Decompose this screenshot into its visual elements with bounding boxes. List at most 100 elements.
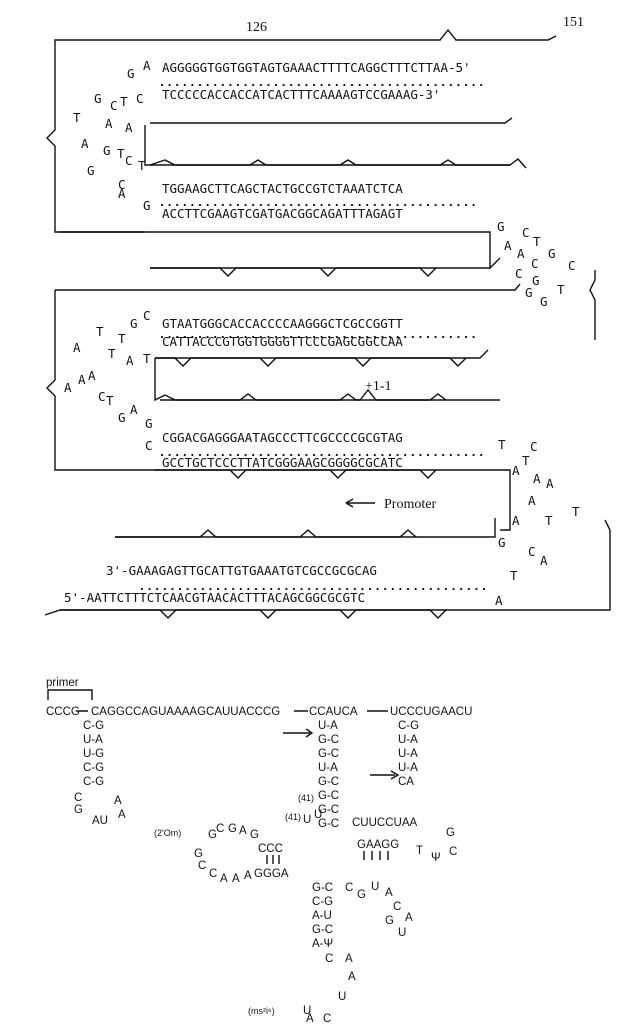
pair-dot xyxy=(183,203,186,207)
pair-dot xyxy=(198,335,202,339)
pair-dot xyxy=(343,203,346,207)
pair-dot xyxy=(434,453,437,457)
loop-base: T xyxy=(117,146,125,161)
pair-dot xyxy=(449,335,452,339)
uu-base: U xyxy=(303,814,311,826)
pair-dot xyxy=(216,587,220,591)
pair-dot xyxy=(236,203,240,207)
trna-mid-top: CUUCCUAA xyxy=(352,817,418,829)
loop-base: G xyxy=(525,285,533,300)
arm4-top-seq: CGGACGAGGGAATAGCCCTTCGCCCCGCGTAG xyxy=(162,430,403,445)
pair-dot xyxy=(176,335,179,339)
pair-dot xyxy=(442,335,445,339)
pair-dot xyxy=(373,453,376,457)
pair-dot xyxy=(270,587,273,591)
promoter-arrow-head xyxy=(345,498,354,508)
pair-dot xyxy=(396,335,399,339)
pair-dot xyxy=(381,83,384,87)
pair-dot xyxy=(140,587,144,591)
pair-dot xyxy=(201,587,204,591)
loop-base: C xyxy=(531,256,539,271)
arm3-bottom-seq: CATTACCCGTGGTGGGGTTCCCGAGCGGCCAA xyxy=(162,334,403,349)
loop-base: A xyxy=(88,368,96,383)
pair-dot xyxy=(168,335,171,339)
stem2-pair: G-C xyxy=(318,818,339,830)
pair-dot xyxy=(267,335,270,339)
pair-dot xyxy=(191,83,194,87)
pair-dot xyxy=(346,587,349,591)
pair-dot xyxy=(373,335,376,339)
stem1-pair: C-G xyxy=(83,762,104,774)
stem1-pair: C-G xyxy=(83,776,104,788)
pair-dot xyxy=(404,453,407,457)
pair-dot xyxy=(236,335,240,339)
loop-base: C xyxy=(118,177,126,192)
pair-dot xyxy=(358,453,361,457)
loop-base: T xyxy=(118,331,126,346)
d-loop-top-base: G xyxy=(208,829,217,841)
pair-dot xyxy=(411,83,414,87)
pair-dot xyxy=(308,587,311,591)
pair-dot xyxy=(282,453,285,457)
pair-dot xyxy=(221,203,224,207)
arm2-bottom-seq: ACCTTCGAAGTCGATGACGGCAGATTTAGAGT xyxy=(162,206,403,221)
loop-base: G xyxy=(130,316,138,331)
arm1-bottom-seq: TCCCCCACCACCATCACTTTCAAAAGTCCGAAAG-3' xyxy=(162,87,440,102)
trna-seq-b: CAGGCCAGUAAAAGCAUUACCCG xyxy=(91,706,280,718)
variable-loop-base: G xyxy=(385,915,394,927)
pair-dot xyxy=(457,335,460,339)
pair-dot xyxy=(328,203,331,207)
position-label: +1-1 xyxy=(365,379,392,394)
pair-dot xyxy=(444,587,448,591)
pair-dot xyxy=(221,335,224,339)
pair-dot xyxy=(191,453,194,457)
variable-loop-base: G xyxy=(357,889,366,901)
pair-dot xyxy=(214,453,217,457)
loop-base: A xyxy=(512,463,520,478)
pair-dot xyxy=(236,453,240,457)
loop-base: T xyxy=(108,346,116,361)
pair-dot xyxy=(168,83,171,87)
ms-label: (ms²i⁶) xyxy=(248,1006,275,1016)
loop-base: G xyxy=(143,198,151,213)
trna-mid-bot: GAAGG xyxy=(357,839,399,851)
pair-dot xyxy=(373,203,376,207)
loop-base: T xyxy=(143,351,151,366)
loop-base: A xyxy=(495,593,503,608)
t-stem-bonds xyxy=(363,851,389,860)
pair-dot xyxy=(328,83,331,87)
loop-base: G xyxy=(548,246,556,261)
pair-dot xyxy=(259,83,262,87)
right-curly-1 xyxy=(589,270,596,340)
pair-dot xyxy=(244,203,247,207)
loop-base: A xyxy=(546,476,554,491)
loop-base: C xyxy=(530,439,538,454)
arm5-top-seq: 3'-GAAAGAGTTGCATTGTGAAATGTCGCCGCGCAG xyxy=(106,563,377,578)
pair-dot xyxy=(305,83,308,87)
pair-dot xyxy=(160,453,164,457)
ggg-seq: GGGA xyxy=(254,868,289,880)
pair-dot xyxy=(350,453,354,457)
pair-dot xyxy=(194,587,197,591)
pair-dot xyxy=(267,203,270,207)
d-loop-top-base: C xyxy=(216,823,224,835)
pair-dot xyxy=(305,335,308,339)
pair-dot xyxy=(411,335,414,339)
arm5-bottom-seq: 5'-AATTCTTTCTCAACGTAACACTTTACAGCGGCGCGTC xyxy=(64,590,365,605)
pair-dot xyxy=(232,587,235,591)
pair-dot xyxy=(366,203,369,207)
loop-base: C xyxy=(515,266,523,281)
loop-base: C xyxy=(522,225,530,240)
stem2-pair: U-A xyxy=(318,720,338,732)
pair-dot xyxy=(343,453,346,457)
pair-dot xyxy=(186,587,189,591)
loop-base: T xyxy=(572,504,580,519)
loop-base: A xyxy=(126,353,134,368)
pair-dot xyxy=(328,453,331,457)
pair-dot xyxy=(388,335,392,339)
anticodon-loop-base: A xyxy=(345,953,353,965)
pair-dot xyxy=(178,587,182,591)
pair-dot xyxy=(388,203,392,207)
pair-dot xyxy=(442,203,445,207)
pairing-dots xyxy=(140,83,486,591)
